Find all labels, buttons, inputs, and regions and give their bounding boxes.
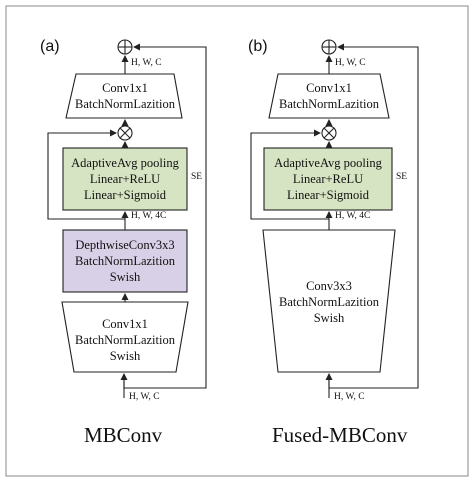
panel-b-se-bypass [250, 129, 329, 220]
panel-a-se-line-1: AdaptiveAvg pooling [71, 156, 179, 170]
panel-a-expand-conv-shape [61, 301, 189, 373]
panel-b-se-line-1: AdaptiveAvg pooling [274, 156, 382, 170]
panel-b-fused-line-3: Swish [313, 311, 345, 325]
panel-a-head-conv: Conv1x1 BatchNormLazition [70, 76, 180, 116]
panel-a-expand-line-2: BatchNormLazition [75, 333, 175, 347]
panel-b-fused-line-1: Conv3x3 [306, 279, 352, 293]
panel-a-dw-line-3: Swish [109, 270, 141, 284]
panel-b-out-dim: H, W, C [335, 58, 366, 68]
panel-a-expand-conv: Conv1x1 BatchNormLazition Swish [66, 312, 184, 368]
panel-a-head-line-2: BatchNormLazition [75, 97, 175, 111]
panel-b-fused-conv-shape [262, 229, 396, 373]
panel-a-out-dim: H, W, C [131, 58, 162, 68]
panel-a-in-dim: H, W, C [129, 392, 160, 402]
panel-b-head-line-1: Conv1x1 [306, 81, 352, 95]
panel-a-expand-line-1: Conv1x1 [102, 317, 148, 331]
panel-a-se-block: AdaptiveAvg pooling Linear+ReLU Linear+S… [63, 148, 187, 210]
panel-b-letter: (b) [248, 38, 268, 55]
panel-a-head-conv-shape [65, 73, 183, 119]
panel-a-graphics [47, 39, 207, 398]
panel-b-fused-line-2: BatchNormLazition [279, 295, 379, 309]
panel-b-se-block: AdaptiveAvg pooling Linear+ReLU Linear+S… [264, 148, 392, 210]
panel-b-se-line-2: Linear+ReLU [292, 172, 364, 186]
panel-b-graphics [250, 39, 419, 398]
panel-b-se-shape [263, 147, 393, 211]
panel-a-se-shape [62, 147, 188, 211]
panel-a-letter: (a) [40, 38, 60, 55]
panel-a-dw-line-1: DepthwiseConv3x3 [75, 238, 175, 252]
panel-b-head-conv-shape [268, 73, 390, 119]
panel-a-depthwise-block: DepthwiseConv3x3 BatchNormLazition Swish [63, 230, 187, 292]
panel-b-head-conv: Conv1x1 BatchNormLazition [274, 76, 384, 116]
panel-a-expand-line-3: Swish [109, 349, 141, 363]
panel-b-se-line-3: Linear+Sigmoid [286, 188, 370, 202]
panel-a-se-bypass [47, 129, 125, 220]
panel-a-caption: MBConv [84, 423, 163, 447]
panel-b-mid-dim: H, W, 4C [335, 211, 371, 221]
panel-b-se-tag: SE [396, 172, 408, 182]
panel-a-mid-dim: H, W, 4C [131, 211, 167, 221]
panel-b-in-dim: H, W, C [334, 392, 365, 402]
panel-b-head-line-2: BatchNormLazition [279, 97, 379, 111]
panel-b-caption: Fused-MBConv [272, 423, 408, 447]
panel-a-se-tag: SE [191, 172, 203, 182]
panel-a-se-line-3: Linear+Sigmoid [83, 188, 167, 202]
panel-b-fused-conv: Conv3x3 BatchNormLazition Swish [270, 272, 388, 332]
panel-a-dw-line-2: BatchNormLazition [75, 254, 175, 268]
panel-a-se-line-2: Linear+ReLU [89, 172, 161, 186]
panel-a-depthwise-shape [62, 229, 188, 293]
panel-a-head-line-1: Conv1x1 [102, 81, 148, 95]
